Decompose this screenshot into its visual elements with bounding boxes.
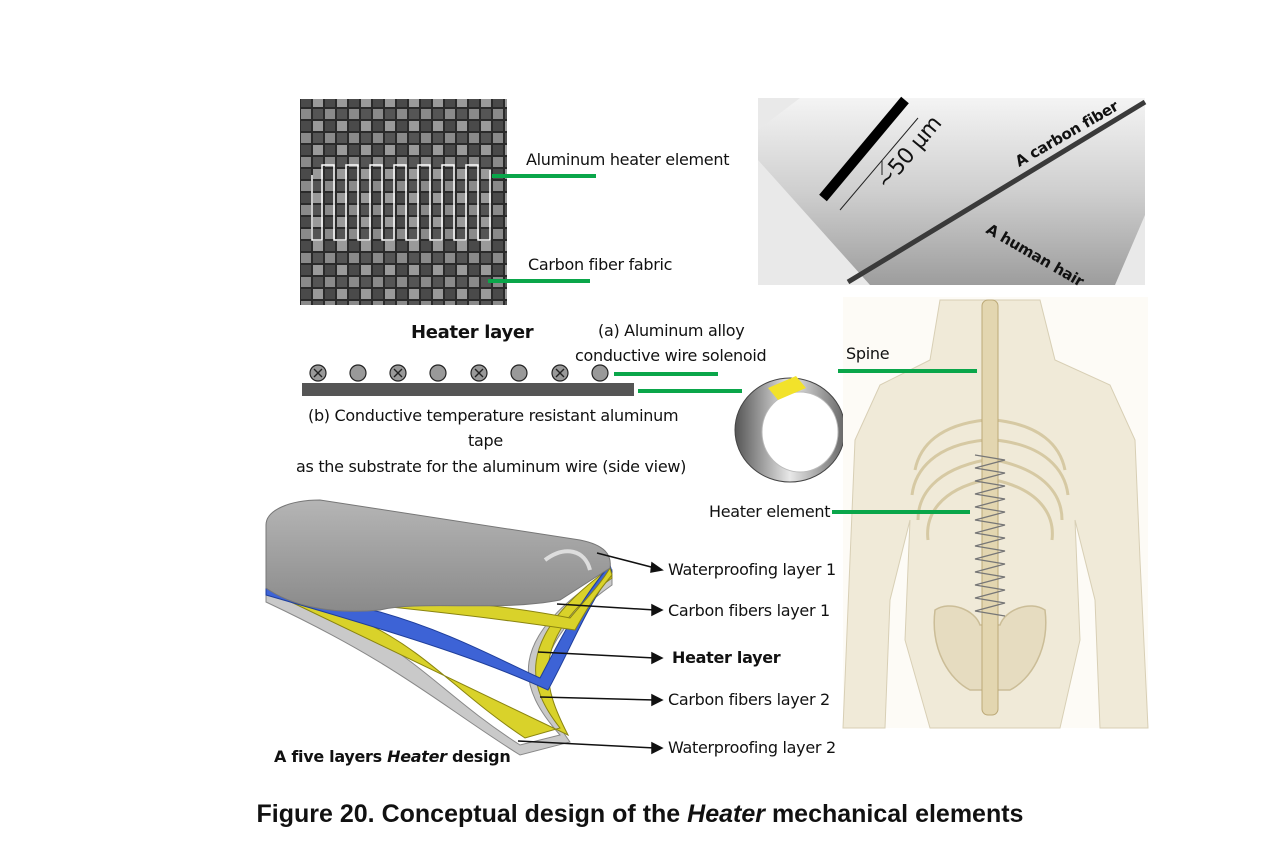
label-solenoid-line2: conductive wire solenoid xyxy=(575,346,767,365)
scale-bar xyxy=(819,96,909,202)
label-waterproofing-layer-1: Waterproofing layer 1 xyxy=(668,560,836,579)
label-spine: Spine xyxy=(846,344,890,363)
aluminum-tape-substrate xyxy=(302,383,634,396)
aluminum-tape-roll xyxy=(734,376,846,483)
label-carbon-fibers-layer-1: Carbon fibers layer 1 xyxy=(668,601,830,620)
five-layer-pad xyxy=(265,499,613,756)
title-heater-layer: Heater layer xyxy=(411,322,534,343)
carbon-fibers-layer-1-shape xyxy=(299,566,613,631)
tape-yellow-label xyxy=(768,376,806,400)
label-tape-line2: tape xyxy=(468,431,503,450)
figure-caption: Figure 20. Conceptual design of the Heat… xyxy=(256,800,1024,828)
spine-column xyxy=(981,299,999,716)
human-hair-shape xyxy=(758,98,1145,285)
label-aluminum-heater-element: Aluminum heater element xyxy=(526,150,730,169)
label-waterproofing-layer-2: Waterproofing layer 2 xyxy=(668,738,836,757)
carbon-fiber-strand xyxy=(846,99,1147,285)
waterproofing-layer-1-shape xyxy=(265,499,611,612)
leader-lines xyxy=(488,174,977,514)
spine-heater-wire xyxy=(974,454,1006,617)
label-tape-line3: as the substrate for the aluminum wire (… xyxy=(296,457,687,476)
carbon-fabric-photo xyxy=(300,99,507,305)
rib-cage xyxy=(910,418,1070,541)
label-solenoid-line1: (a) Aluminum alloy xyxy=(598,321,745,340)
label-carbon-fibers-layer-2: Carbon fibers layer 2 xyxy=(668,690,830,709)
aluminum-heater-wire xyxy=(311,164,491,241)
heater-layer-side-view xyxy=(302,364,634,396)
caption-five-layers: A five layers Heater design xyxy=(274,747,511,766)
label-heater-layer: Heater layer xyxy=(672,648,781,667)
wire-cross-sections xyxy=(309,364,609,382)
layer-arrows xyxy=(517,552,664,755)
label-tape-line1: (b) Conductive temperature resistant alu… xyxy=(308,406,679,425)
microscope-image xyxy=(758,96,1147,285)
label-body-heater-element: Heater element xyxy=(709,502,831,521)
label-carbon-fiber-fabric: Carbon fiber fabric xyxy=(528,255,673,274)
